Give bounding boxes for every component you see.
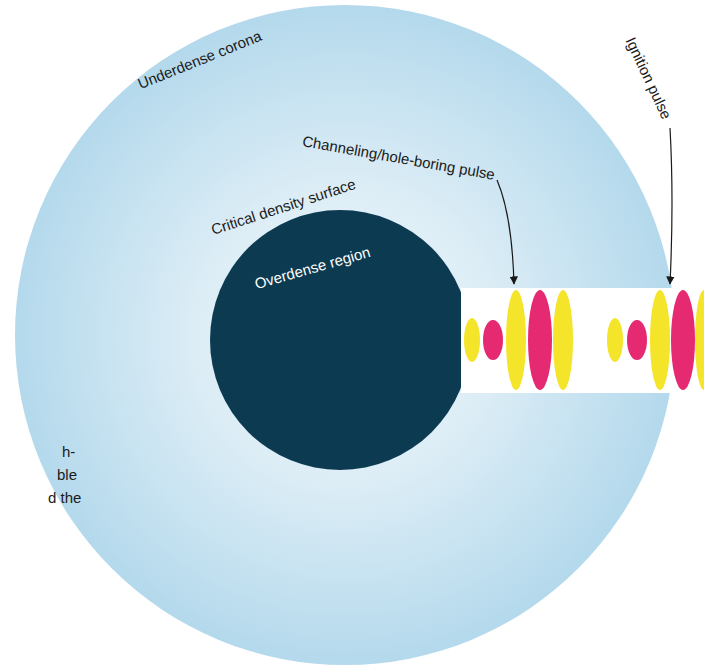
leader-line: [497, 180, 514, 284]
pulse-lobe: [464, 318, 480, 362]
pulse-lobe: [627, 320, 647, 360]
overdense-circle: Critical density surfaceOverdense region: [210, 210, 470, 470]
caption-fragment: d the: [48, 490, 81, 507]
pulse-lobe: [483, 320, 503, 360]
overdense-circle-shape: [210, 210, 470, 470]
pulse-lobe: [528, 290, 552, 390]
pulse-lobe: [607, 318, 623, 362]
pulse-lobe: [671, 290, 695, 390]
caption-fragment: ble: [57, 467, 77, 484]
caption-fragment: h-: [62, 444, 75, 461]
leader-line: [670, 128, 672, 284]
laser-channel: [461, 288, 704, 393]
pulse-lobe: [650, 290, 670, 390]
pulse-lobe: [553, 290, 573, 390]
pulse-label: Ignition pulse: [622, 34, 674, 121]
pulse-lobe: [506, 290, 526, 390]
pulse-lobe: [695, 290, 704, 390]
